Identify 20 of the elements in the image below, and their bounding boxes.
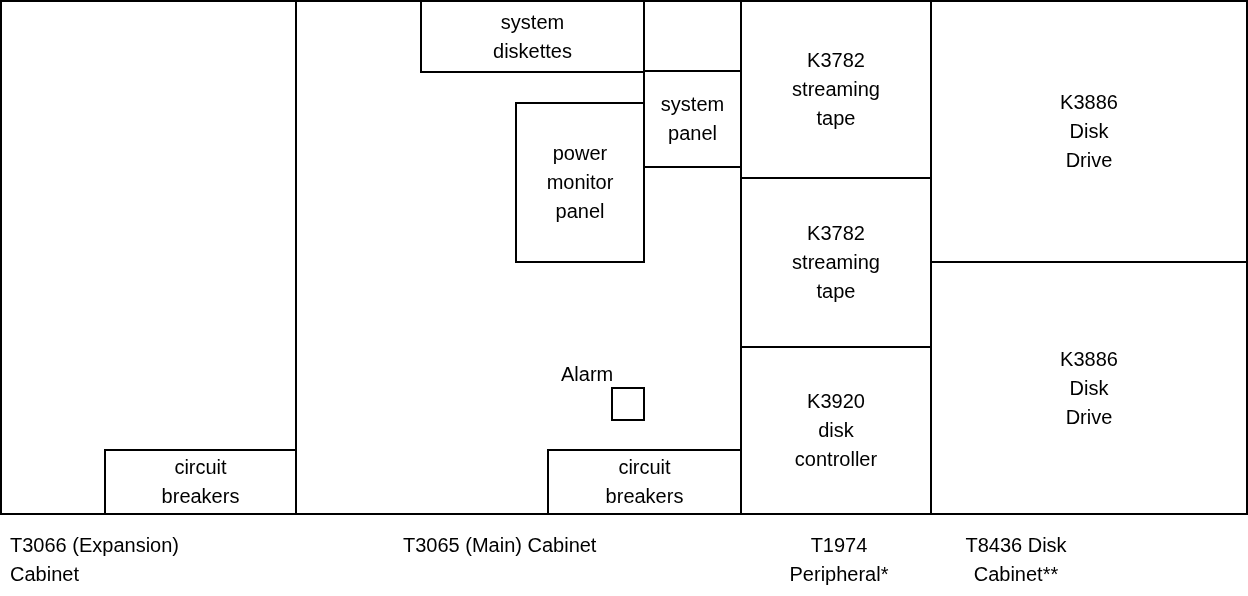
component-box (547, 449, 742, 515)
component-label: system panel (659, 92, 726, 146)
component-label: power monitor panel (545, 141, 615, 224)
component-box (515, 102, 645, 263)
cabinet-label: T3066 (Expansion) Cabinet (10, 533, 180, 587)
cabinet-label: T3065 (Main) Cabinet (403, 533, 598, 558)
component-box (643, 70, 742, 168)
component-label: K3886 Disk Drive (1059, 346, 1119, 430)
component-label: K3920 disk controller (793, 389, 879, 472)
component-label: K3782 streaming tape (791, 48, 881, 131)
component-label: circuit breakers (160, 455, 241, 509)
component-label: system diskettes (492, 9, 573, 64)
alarm-label: Alarm (561, 362, 614, 387)
component-label: K3886 Disk Drive (1059, 90, 1119, 173)
component-label: K3782 streaming tape (791, 221, 881, 304)
component-box (104, 449, 297, 515)
component-label: circuit breakers (604, 455, 685, 509)
cabinet-label: T8436 Disk Cabinet** (964, 533, 1068, 587)
component-box (420, 0, 645, 73)
cabinet-label: T1974 Peripheral* (788, 533, 890, 587)
